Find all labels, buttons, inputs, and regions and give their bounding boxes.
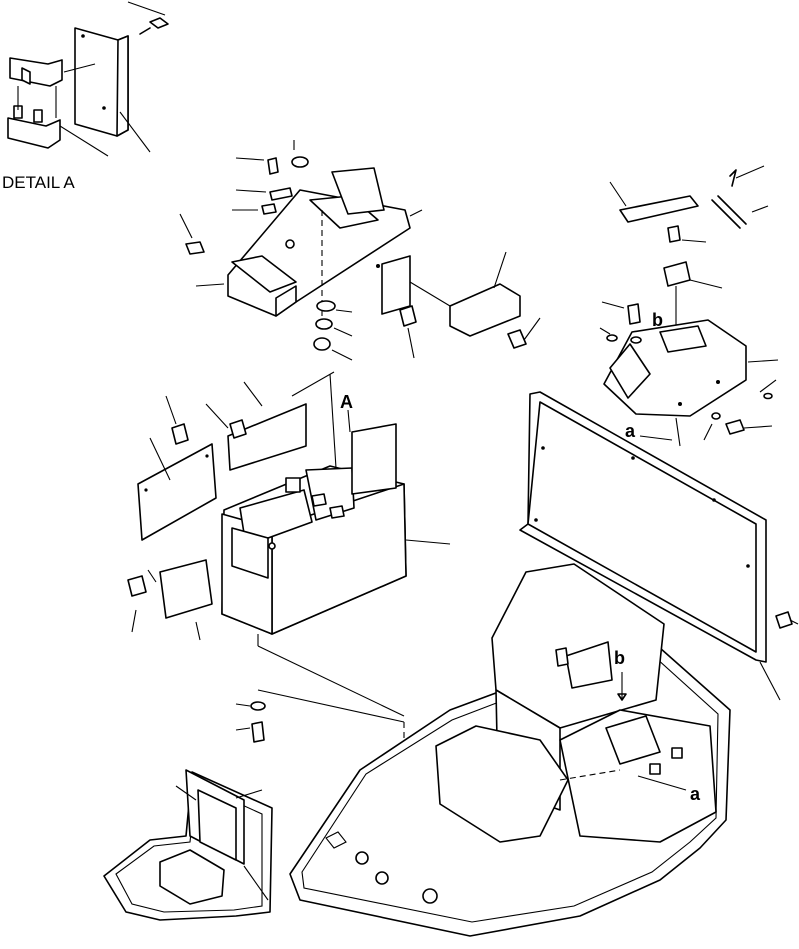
ref-b-top: b [652,310,663,330]
floor-assembly: b a [289,563,731,937]
floor-fasteners [235,701,266,743]
ref-a-floor: a [690,784,701,804]
upper-control-console [227,140,411,320]
detail-a-label: DETAIL A [2,173,75,192]
callout-a: A [340,392,353,412]
clip-block [7,57,63,149]
console-fasteners [179,157,353,361]
ref-b-floor: b [614,648,625,668]
switch-bracket [381,209,541,359]
knob [291,156,309,168]
side-cover-plates [127,371,335,641]
bolt [127,1,169,35]
right-control-box: b a [599,165,779,447]
ref-a-top: a [625,421,636,441]
pin [711,165,769,229]
detail-a-assembly: DETAIL A [2,1,169,192]
floor-mat [103,769,273,921]
rear-panel [519,391,799,701]
main-console-box: A [221,373,451,635]
